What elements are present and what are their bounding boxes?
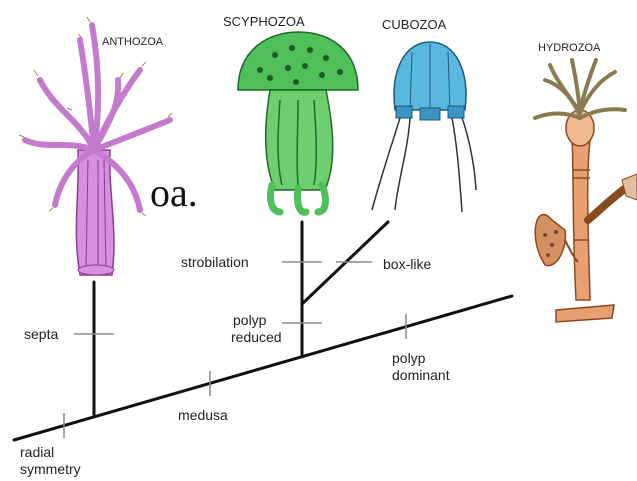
- anthozoa-illustration: [19, 17, 172, 275]
- label-radial-symmetry-line2: symmetry: [20, 461, 81, 477]
- label-radial-symmetry-line1: radial: [20, 444, 54, 460]
- label-scyphozoa: SCYPHOZOA: [223, 14, 305, 29]
- label-box-like: box-like: [383, 256, 431, 272]
- label-hydrozoa: HYDROZOA: [538, 42, 601, 54]
- branch-cubozoa: [302, 222, 388, 304]
- scyphozoa-illustration: [238, 32, 358, 212]
- hydrozoa-illustration: [535, 60, 637, 322]
- text-fragment: oa.: [150, 170, 198, 215]
- label-strobilation: strobilation: [181, 254, 249, 270]
- label-cubozoa: CUBOZOA: [382, 17, 447, 32]
- label-polyp-dominant-line1: polyp: [392, 350, 426, 366]
- label-polyp-dominant-line2: dominant: [392, 367, 450, 383]
- label-polyp-reduced-line1: polyp: [233, 312, 267, 328]
- label-anthozoa: ANTHOZOA: [102, 36, 164, 48]
- cubozoa-illustration: [372, 42, 476, 212]
- label-polyp-reduced-line2: reduced: [231, 329, 282, 345]
- label-medusa: medusa: [178, 407, 228, 423]
- label-septa: septa: [24, 326, 58, 342]
